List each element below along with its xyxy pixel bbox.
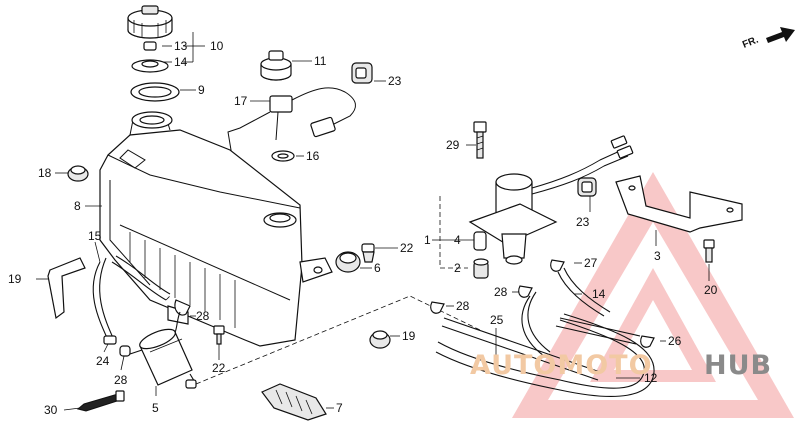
callout-13: 14 xyxy=(174,55,188,69)
callout-28-right: 28 xyxy=(494,285,508,299)
callout-15: 15 xyxy=(88,229,102,243)
bracket-bolt xyxy=(703,239,715,263)
callout-1: 1 xyxy=(424,233,431,247)
callout-18: 17 xyxy=(234,94,248,108)
callout-20: 19 xyxy=(8,272,22,286)
watermark xyxy=(512,172,794,418)
callout-28-left: 28 xyxy=(196,309,210,323)
hose-and-bracket-left xyxy=(47,255,171,345)
front-direction-indicator: FR. xyxy=(741,27,795,51)
callout-23-top: 23 xyxy=(388,74,402,88)
fuel-filter xyxy=(76,328,197,412)
callout-26: 26 xyxy=(668,334,682,348)
callout-19-center: 19 xyxy=(402,329,416,343)
callout-28-center: 28 xyxy=(456,299,470,313)
callout-22-upper: 22 xyxy=(400,241,414,255)
callout-16: 12 xyxy=(644,371,658,385)
callout-21: 20 xyxy=(704,283,718,297)
callout-17: 16 xyxy=(306,149,320,163)
pump-bracket xyxy=(615,175,743,233)
filler-cap-assembly xyxy=(127,5,180,102)
fuel-tank xyxy=(99,111,333,347)
callout-19-left: 18 xyxy=(38,166,52,180)
callout-labels: 10 13 14 9 11 23 17 16 18 8 15 19 28 24 … xyxy=(8,39,718,417)
watermark-text-part1: AUTOMOTO xyxy=(470,350,653,381)
fuel-hoses-right xyxy=(435,267,655,398)
fuel-level-sender xyxy=(227,50,373,162)
callout-22-lower: 22 xyxy=(212,361,226,375)
callout-8: 8 xyxy=(74,199,81,213)
front-arrow-icon xyxy=(766,27,795,43)
clamp-and-bolt-center xyxy=(171,299,225,345)
tank-pad xyxy=(261,383,327,421)
callout-4: 4 xyxy=(454,233,461,247)
grommet-right xyxy=(577,177,597,197)
callout-10: 10 xyxy=(210,39,224,53)
pump-mount-bolt xyxy=(473,121,487,159)
callout-9: 9 xyxy=(198,83,205,97)
watermark-text-part2: HUB xyxy=(704,350,772,381)
callout-14: 14 xyxy=(592,287,606,301)
grommet-left xyxy=(67,165,89,182)
grommet-center xyxy=(369,330,391,349)
callout-6: 6 xyxy=(374,261,381,275)
watermark-text: AUTOMOTO HUB xyxy=(470,350,772,381)
hose-clamps-right xyxy=(430,259,655,348)
callout-11: 11 xyxy=(314,54,327,68)
callout-3: 3 xyxy=(654,249,661,263)
fuel-joint xyxy=(335,243,375,273)
callout-12: 13 xyxy=(174,39,188,53)
callout-24: 24 xyxy=(96,354,110,368)
leader-lines xyxy=(36,32,710,411)
front-direction-label: FR. xyxy=(741,34,760,50)
callout-25: 25 xyxy=(490,313,504,327)
callout-29: 29 xyxy=(446,138,460,152)
callout-2: 2 xyxy=(454,261,461,275)
callout-27: 27 xyxy=(584,256,598,270)
callout-23-right: 23 xyxy=(576,215,590,229)
callout-5: 5 xyxy=(152,401,159,415)
callout-28-lower: 28 xyxy=(114,373,128,387)
fuel-pump xyxy=(468,135,634,279)
callout-7: 7 xyxy=(336,401,343,415)
callout-30: 30 xyxy=(44,403,58,417)
